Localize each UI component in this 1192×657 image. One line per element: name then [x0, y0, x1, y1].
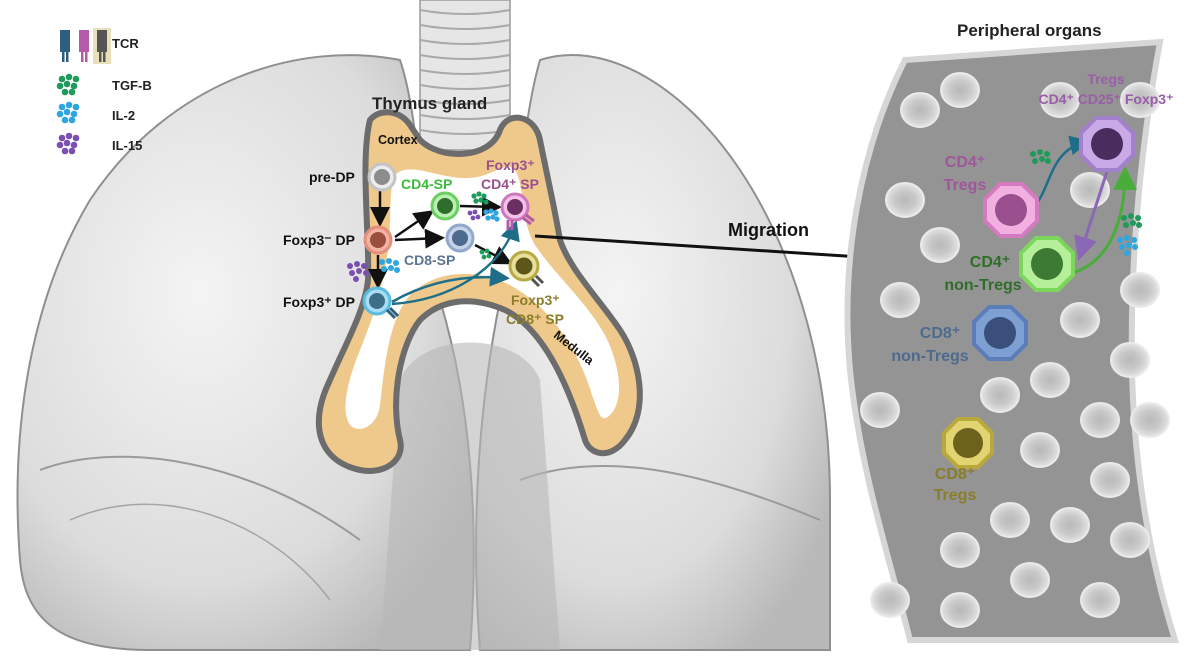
tregs-label-line1: Tregs	[1087, 71, 1125, 87]
thymus-title: Thymus gland	[372, 94, 487, 113]
red-blood-cell	[1081, 583, 1119, 617]
il15-icon	[57, 133, 80, 155]
red-blood-cell	[1131, 403, 1169, 437]
cd8-non-tregs-label-line1: CD8⁺	[920, 325, 960, 342]
legend-tcr-label: TCR	[112, 36, 139, 51]
cell-tregs-cd4-cd25-foxp3	[1081, 118, 1133, 170]
cell-cd4-non-tregs	[1021, 238, 1073, 290]
red-blood-cell	[1051, 508, 1089, 542]
foxp3-cd8-sp-label-line1: Foxp3⁺	[511, 292, 560, 308]
legend: TCR TGF-B IL-2 IL-15	[57, 28, 152, 154]
legend-tgfb-label: TGF-B	[112, 78, 152, 93]
red-blood-cell	[1121, 273, 1159, 307]
red-blood-cell	[1011, 563, 1049, 597]
foxp3-cd4-sp-label-line1: Foxp3⁺	[486, 157, 535, 173]
trachea	[420, 0, 510, 150]
cd8-tregs-label-line1: CD8⁺	[935, 466, 975, 483]
red-blood-cell	[881, 283, 919, 317]
red-blood-cell	[871, 583, 909, 617]
cell-cd4-tregs	[985, 184, 1037, 236]
cell-cd8-non-tregs	[974, 307, 1026, 359]
cell-cd8-sp	[447, 225, 473, 251]
cd4-tregs-label-line2: Tregs	[944, 177, 987, 194]
pre-dp-label: pre-DP	[309, 169, 355, 185]
cortex-label: Cortex	[378, 133, 418, 147]
red-blood-cell	[861, 393, 899, 427]
foxp3neg-dp-label: Foxp3⁻ DP	[283, 232, 355, 248]
foxp3pos-dp-label: Foxp3⁺ DP	[283, 294, 355, 310]
red-blood-cell	[1021, 433, 1059, 467]
tcr-icon	[60, 28, 111, 64]
red-blood-cell	[1111, 523, 1149, 557]
cd8-tregs-label-line2: Tregs	[934, 487, 977, 504]
tregs-label-line2: CD4⁺ CD25⁺ Foxp3⁺	[1039, 91, 1174, 107]
cd4-tregs-label-line1: CD4⁺	[945, 154, 985, 171]
red-blood-cell	[1061, 303, 1099, 337]
red-blood-cell	[901, 93, 939, 127]
tgfb-icon	[57, 74, 80, 96]
red-blood-cell	[1081, 403, 1119, 437]
red-blood-cell	[921, 228, 959, 262]
foxp3-cd4-sp-label-line2: CD4⁺ SP	[481, 176, 539, 192]
cd8-non-tregs-label-line2: non-Tregs	[891, 348, 968, 365]
cd4-non-tregs-label-line1: CD4⁺	[970, 254, 1010, 271]
red-blood-cell	[1031, 363, 1069, 397]
red-blood-cell	[981, 378, 1019, 412]
red-blood-cell	[886, 183, 924, 217]
cell-cd8-tregs	[944, 419, 992, 467]
legend-il15-label: IL-15	[112, 138, 142, 153]
migration-label: Migration	[728, 220, 809, 240]
cd4-non-tregs-label-line2: non-Tregs	[944, 277, 1021, 294]
red-blood-cell	[941, 73, 979, 107]
cell-pre-dp	[369, 164, 395, 190]
red-blood-cell	[941, 593, 979, 627]
foxp3-cd8-sp-label-line2: CD8⁺ SP	[506, 311, 564, 327]
cell-foxp3neg-dp	[365, 227, 391, 253]
legend-il2-label: IL-2	[112, 108, 135, 123]
il2-icon	[57, 102, 80, 124]
red-blood-cell	[991, 503, 1029, 537]
peripheral-title: Peripheral organs	[957, 21, 1102, 40]
arrow-cd4sp-to-foxp3cd4sp	[460, 206, 497, 207]
red-blood-cell	[1111, 343, 1149, 377]
cd4-sp-label: CD4-SP	[401, 176, 452, 192]
cd8-sp-label: CD8-SP	[404, 252, 455, 268]
red-blood-cell	[1091, 463, 1129, 497]
cell-cd4-sp	[432, 193, 458, 219]
red-blood-cell	[941, 533, 979, 567]
